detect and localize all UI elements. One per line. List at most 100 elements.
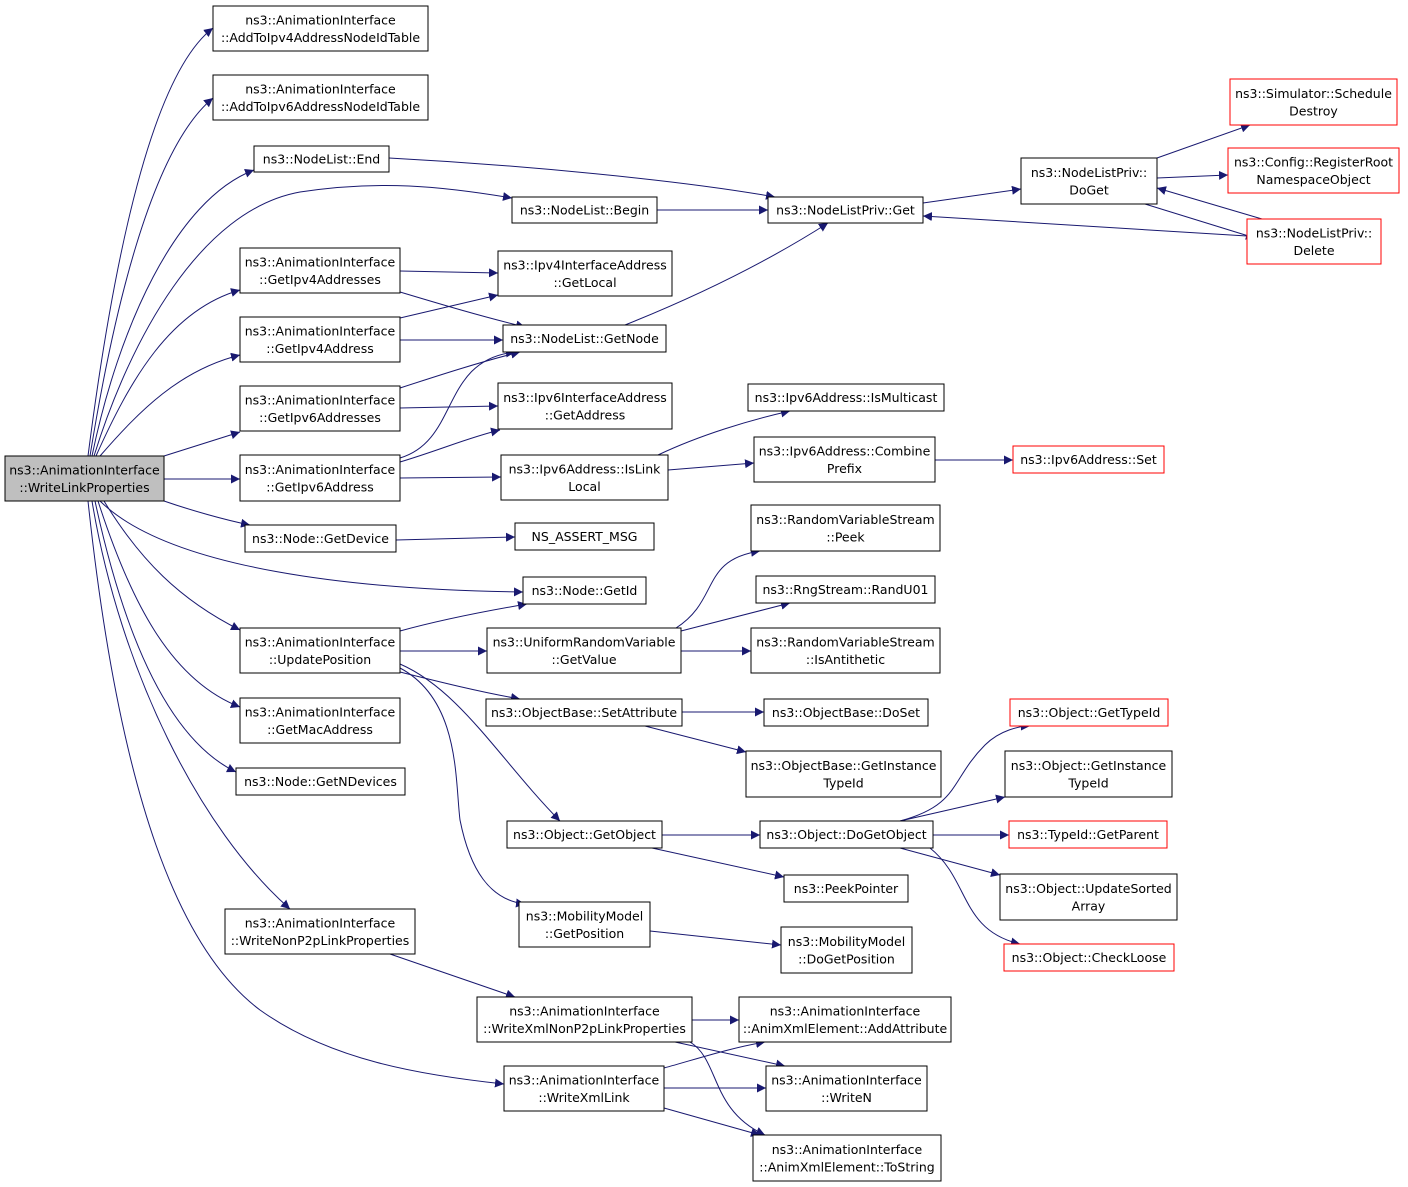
node-wxmlnonp2p[interactable]: ns3::AnimationInterface::WriteXmlNonP2pL… xyxy=(476,996,693,1043)
node-peekptr[interactable]: ns3::PeekPointer xyxy=(783,874,909,903)
node-add4[interactable]: ns3::AnimationInterface::AddToIpv4Addres… xyxy=(212,5,429,52)
node-wnonp2p[interactable]: ns3::AnimationInterface::WriteNonP2pLink… xyxy=(224,908,416,955)
node-label-line: ns3::Node::GetId xyxy=(532,583,638,598)
node-updpos[interactable]: ns3::AnimationInterface::UpdatePosition xyxy=(239,627,401,674)
node-label-line: ::IsAntithetic xyxy=(806,652,885,667)
node-box xyxy=(738,996,952,1043)
node-ip6getaddr[interactable]: ns3::Ipv6InterfaceAddress::GetAddress xyxy=(497,382,673,430)
node-label-line: Local xyxy=(568,479,600,494)
node-getmac[interactable]: ns3::AnimationInterface::GetMacAddress xyxy=(239,697,401,744)
node-root[interactable]: ns3::AnimationInterface::WriteLinkProper… xyxy=(4,455,165,502)
node-box xyxy=(497,382,673,430)
node-label-line: ns3::AnimationInterface xyxy=(245,12,396,27)
node-label-line: ns3::Object::DoGetObject xyxy=(766,827,926,842)
node-nlpdel[interactable]: ns3::NodeListPriv::Delete xyxy=(1246,218,1382,265)
node-label-line: ns3::ObjectBase::DoSet xyxy=(772,705,920,720)
node-rvspeek[interactable]: ns3::RandomVariableStream::Peek xyxy=(750,504,941,552)
node-box xyxy=(1009,698,1169,727)
node-doset[interactable]: ns3::ObjectBase::DoSet xyxy=(763,698,929,727)
node-label-line: ::GetIpv6Address xyxy=(266,479,373,494)
node-randu01[interactable]: ns3::RngStream::RandU01 xyxy=(755,575,936,604)
node-getobj[interactable]: ns3::Object::GetObject xyxy=(506,820,663,849)
node-box xyxy=(212,74,429,121)
node-dogetobj[interactable]: ns3::Object::DoGetObject xyxy=(759,820,934,849)
node-label-line: ns3::NodeListPriv::Get xyxy=(776,203,915,218)
node-getndev[interactable]: ns3::Node::GetNDevices xyxy=(235,767,406,796)
node-label-line: ns3::NodeList::GetNode xyxy=(510,331,659,346)
node-getdev[interactable]: ns3::Node::GetDevice xyxy=(244,524,397,553)
node-box xyxy=(763,698,929,727)
node-box xyxy=(752,1134,942,1182)
node-getip4[interactable]: ns3::AnimationInterface::GetIpv4Address xyxy=(239,316,401,363)
node-label-line: ns3::Object::GetInstance xyxy=(1011,758,1167,773)
node-getip6[interactable]: ns3::AnimationInterface::GetIpv6Address xyxy=(239,454,401,502)
node-rvsanti[interactable]: ns3::RandomVariableStream::IsAntithetic xyxy=(750,627,941,674)
node-nlend[interactable]: ns3::NodeList::End xyxy=(253,145,390,173)
node-box xyxy=(518,901,651,948)
node-getip4s[interactable]: ns3::AnimationInterface::GetIpv4Addresse… xyxy=(239,247,401,294)
edge-wxmllink-addattr xyxy=(663,1039,766,1069)
node-nlgetnode[interactable]: ns3::NodeList::GetNode xyxy=(502,324,667,353)
node-ip6set[interactable]: ns3::Ipv6Address::Set xyxy=(1012,445,1165,474)
node-checkloose[interactable]: ns3::Object::CheckLoose xyxy=(1003,943,1175,972)
edge-root-getndev xyxy=(94,500,237,773)
node-parent[interactable]: ns3::TypeId::GetParent xyxy=(1008,820,1168,849)
node-writen[interactable]: ns3::AnimationInterface::WriteN xyxy=(765,1065,928,1112)
node-objtypeid[interactable]: ns3::Object::GetTypeId xyxy=(1009,698,1169,727)
node-box xyxy=(476,996,693,1043)
node-label-line: ns3::MobilityModel xyxy=(788,934,905,949)
node-label-line: ns3::AnimationInterface xyxy=(245,323,396,338)
node-getid[interactable]: ns3::Node::GetId xyxy=(522,576,647,605)
node-label-line: ns3::ObjectBase::SetAttribute xyxy=(491,705,677,720)
node-urvget[interactable]: ns3::UniformRandomVariable::GetValue xyxy=(486,627,682,674)
node-label-line: Delete xyxy=(1293,243,1334,258)
edge-getip4-ip4local xyxy=(399,292,499,319)
node-box xyxy=(759,820,934,849)
edge-nlpdoget-nlpdel xyxy=(1144,203,1256,240)
node-label-line: ::AnimXmlElement::ToString xyxy=(759,1159,934,1174)
edge-wnonp2p-wxmlnonp2p xyxy=(389,953,516,999)
edge-nlpget-nlpdoget xyxy=(922,185,1022,204)
node-tostring[interactable]: ns3::AnimationInterface::AnimXmlElement:… xyxy=(752,1134,942,1182)
node-box xyxy=(755,575,936,604)
node-add6[interactable]: ns3::AnimationInterface::AddToIpv6Addres… xyxy=(212,74,429,121)
node-ip4local[interactable]: ns3::Ipv4InterfaceAddress::GetLocal xyxy=(497,250,673,297)
node-box xyxy=(1229,78,1398,126)
node-box xyxy=(212,5,429,52)
node-box xyxy=(767,196,924,224)
node-setattr[interactable]: ns3::ObjectBase::SetAttribute xyxy=(485,698,683,727)
node-label-line: ns3::NodeListPriv:: xyxy=(1031,165,1147,180)
node-mobget[interactable]: ns3::MobilityModel::GetPosition xyxy=(518,901,651,948)
node-label-line: ns3::RngStream::RandU01 xyxy=(763,582,929,597)
edge-mobget-mobdoget xyxy=(649,930,782,949)
node-assert[interactable]: NS_ASSERT_MSG xyxy=(514,522,655,551)
node-label-line: ns3::TypeId::GetParent xyxy=(1017,827,1159,842)
edge-nlpdoget-cfgreg xyxy=(1156,170,1229,180)
node-nlbegin[interactable]: ns3::NodeList::Begin xyxy=(511,196,658,224)
edge-getip6-ip6getaddr xyxy=(399,427,501,463)
node-addattr[interactable]: ns3::AnimationInterface::AnimXmlElement:… xyxy=(738,996,952,1043)
node-label-line: TypeId xyxy=(1067,775,1108,790)
node-getip6s[interactable]: ns3::AnimationInterface::GetIpv6Addresse… xyxy=(239,385,401,432)
node-box xyxy=(497,250,673,297)
node-nlpdoget[interactable]: ns3::NodeListPriv::DoGet xyxy=(1020,157,1158,205)
node-mobdoget[interactable]: ns3::MobilityModel::DoGetPosition xyxy=(780,926,913,974)
node-box xyxy=(745,750,942,798)
node-box xyxy=(239,454,401,502)
node-label-line: ns3::Simulator::Schedule xyxy=(1235,86,1392,101)
edge-islink-combine xyxy=(667,459,755,471)
node-ismcast[interactable]: ns3::Ipv6Address::IsMulticast xyxy=(747,383,945,412)
edge-root-updpos xyxy=(103,500,241,631)
edge-root-wnonp2p xyxy=(91,500,291,910)
node-label-line: ::WriteXmlLink xyxy=(538,1090,630,1105)
node-nlpget[interactable]: ns3::NodeListPriv::Get xyxy=(767,196,924,224)
edge-dogetobj-objinst xyxy=(899,794,1006,822)
node-wxmllink[interactable]: ns3::AnimationInterface::WriteXmlLink xyxy=(503,1065,665,1112)
